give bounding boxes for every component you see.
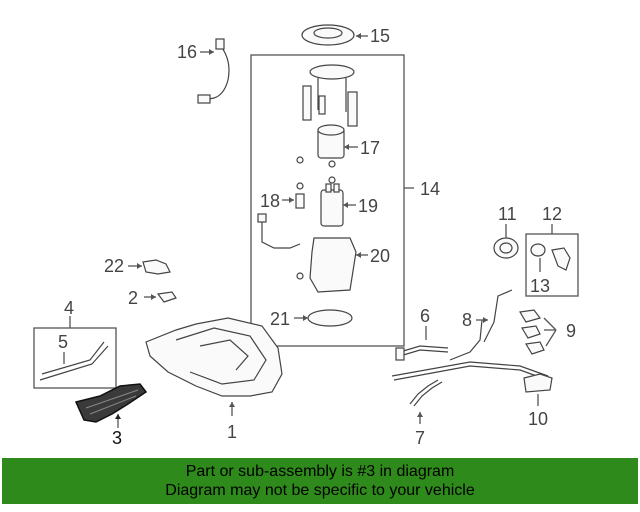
callout-17[interactable]: 17 xyxy=(360,138,380,158)
callout-12[interactable]: 12 xyxy=(542,204,562,224)
banner-line-2: Diagram may not be specific to your vehi… xyxy=(165,482,475,499)
callout-5[interactable]: 5 xyxy=(58,332,68,352)
callout-11[interactable]: 11 xyxy=(498,204,517,224)
pump-set-plate xyxy=(302,64,358,127)
parts-diagram: 14 15 16 17 18 xyxy=(33,24,579,448)
callout-20[interactable]: 20 xyxy=(370,246,390,266)
fuel-filter-part xyxy=(296,124,345,168)
callout-9[interactable]: 9 xyxy=(566,321,576,341)
gasket-part xyxy=(307,309,353,327)
callout-22[interactable]: 22 xyxy=(104,256,124,276)
callout-15[interactable]: 15 xyxy=(370,26,390,46)
straps-box xyxy=(33,327,117,389)
filler-cap-part xyxy=(493,237,519,259)
callout-16[interactable]: 16 xyxy=(177,42,197,62)
clamp-part-22 xyxy=(142,259,171,275)
callout-2[interactable]: 2 xyxy=(128,288,138,308)
sender-bracket-part xyxy=(257,213,357,293)
callout-3[interactable]: 3 xyxy=(112,428,122,448)
pressure-regulator-part xyxy=(295,182,305,209)
callout-14[interactable]: 14 xyxy=(420,179,440,199)
tank-strap-part xyxy=(39,341,109,381)
hose-part-6 xyxy=(395,345,449,361)
callout-21[interactable]: 21 xyxy=(270,309,290,329)
banner-line-1: Part or sub-assembly is #3 in diagram xyxy=(185,463,455,480)
vent-valve-part xyxy=(530,243,571,271)
fuel-pump-module-box xyxy=(250,54,405,347)
callout-6[interactable]: 6 xyxy=(420,306,430,326)
callout-8[interactable]: 8 xyxy=(462,310,472,330)
bracket-part-10 xyxy=(523,373,553,393)
bracket-part-2 xyxy=(156,291,177,303)
tank-protector-part-3 xyxy=(74,383,148,423)
lock-ring-part xyxy=(301,24,355,46)
callout-4[interactable]: 4 xyxy=(64,298,74,318)
pipe-part-8 xyxy=(483,289,513,343)
fuel-pump-part xyxy=(320,176,344,227)
wire-harness-part xyxy=(197,38,230,104)
connectors-part-9 xyxy=(519,309,545,355)
callout-7[interactable]: 7 xyxy=(415,428,425,448)
fuel-tank-part xyxy=(145,317,283,397)
callout-18[interactable]: 18 xyxy=(260,191,280,211)
callout-19[interactable]: 19 xyxy=(358,196,378,216)
callout-10[interactable]: 10 xyxy=(528,409,548,429)
callout-1[interactable]: 1 xyxy=(227,422,237,442)
callout-13[interactable]: 13 xyxy=(530,276,550,296)
hose-part-7 xyxy=(409,379,443,407)
info-banner: Part or sub-assembly is #3 in diagram Di… xyxy=(2,458,638,504)
